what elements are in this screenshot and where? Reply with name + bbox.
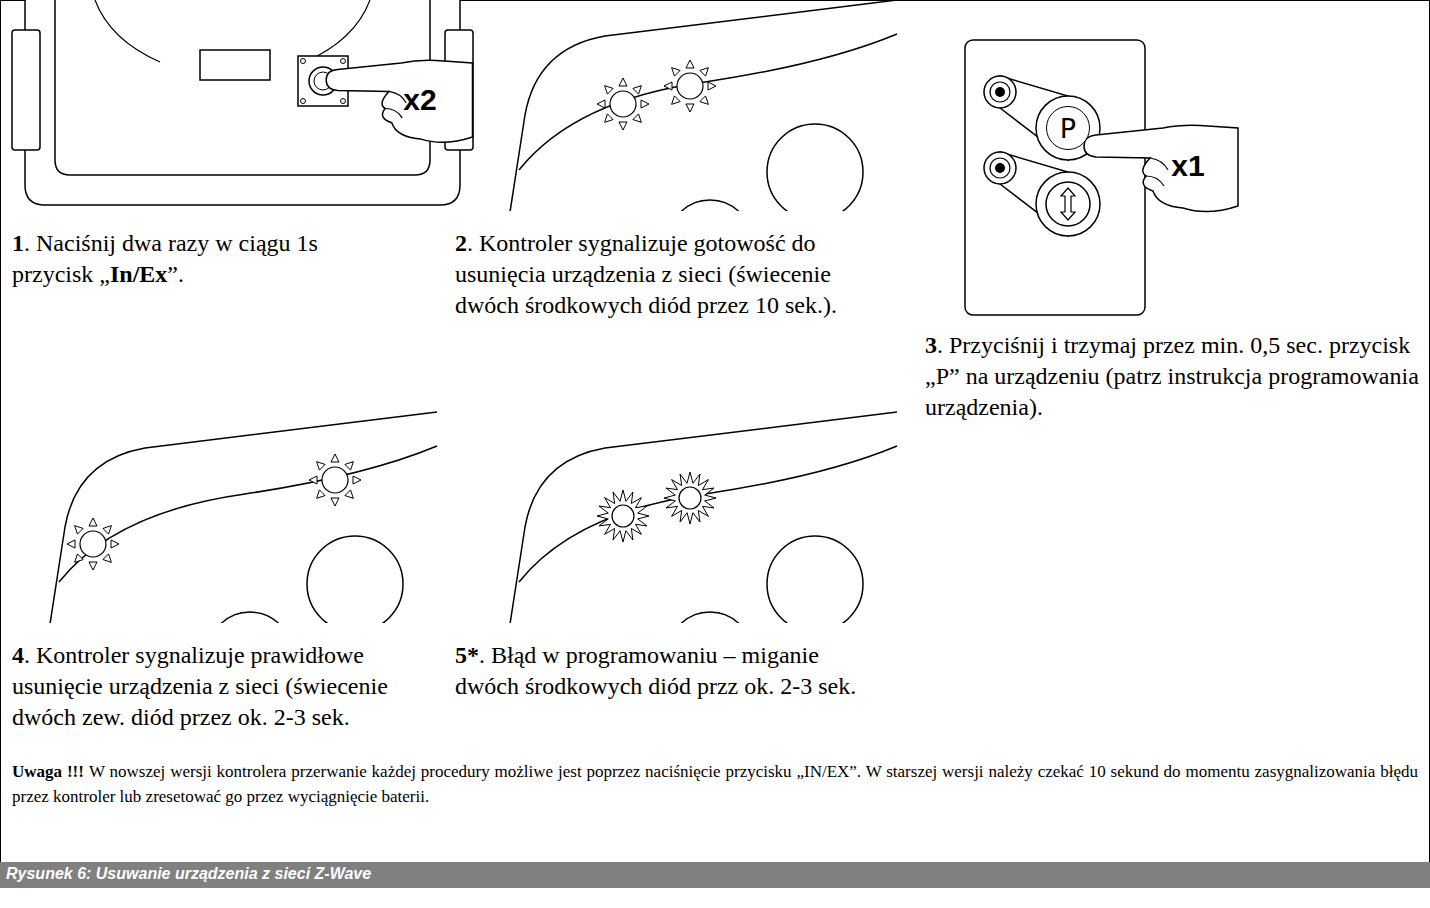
press-count: x1: [1171, 149, 1204, 183]
step-text: 1. Naciśnij dwa razy w ciągu 1s przycisk…: [12, 228, 362, 290]
step-number: 3: [925, 332, 937, 358]
remote-bottom: [12, 0, 473, 205]
step-number: 4: [12, 642, 24, 668]
step-number: 5*: [455, 642, 479, 668]
press-count: x2: [403, 83, 436, 117]
pointing-hand: [1084, 125, 1238, 211]
instruction-text: W nowszej wersji kontrolera przerwanie k…: [12, 762, 1418, 806]
button-letter: P: [1060, 115, 1076, 142]
step-text: 5*. Błąd w programowaniu – miganie dwóch…: [455, 640, 875, 702]
figure-caption: Rysunek 6: Usuwanie urządzenia z sieci Z…: [6, 865, 371, 882]
device-panel: [965, 40, 1145, 315]
step-number: 2: [455, 230, 467, 256]
instruction-text: ”.: [167, 261, 184, 287]
step-number: 1: [12, 230, 24, 256]
step-number: Uwaga !!!: [12, 762, 84, 781]
step-text: 4. Kontroler sygnalizuje prawidłowe usun…: [12, 640, 442, 734]
note-text: Uwaga !!!W nowszej wersji kontrolera prz…: [12, 760, 1418, 809]
pointing-hand: [326, 60, 472, 142]
instruction-text: . Kontroler sygnalizuje gotowość do usun…: [455, 230, 837, 318]
instruction-text: . Kontroler sygnalizuje prawidłowe usuni…: [12, 642, 388, 730]
figure-frame: [1, 1, 1430, 863]
step-text: 3. Przyciśnij i trzymaj przez min. 0,5 s…: [925, 330, 1420, 424]
caption-bar: Rysunek 6: Usuwanie urządzenia z sieci Z…: [0, 862, 1430, 888]
instruction-text: . Błąd w programowaniu – miganie dwóch ś…: [455, 642, 856, 699]
instruction-text: . Przyciśnij i trzymaj przez min. 0,5 se…: [925, 332, 1419, 420]
step-text: 2. Kontroler sygnalizuje gotowość do usu…: [455, 228, 850, 322]
button-circle: P: [1046, 106, 1090, 150]
step-number: In/Ex: [110, 261, 167, 287]
